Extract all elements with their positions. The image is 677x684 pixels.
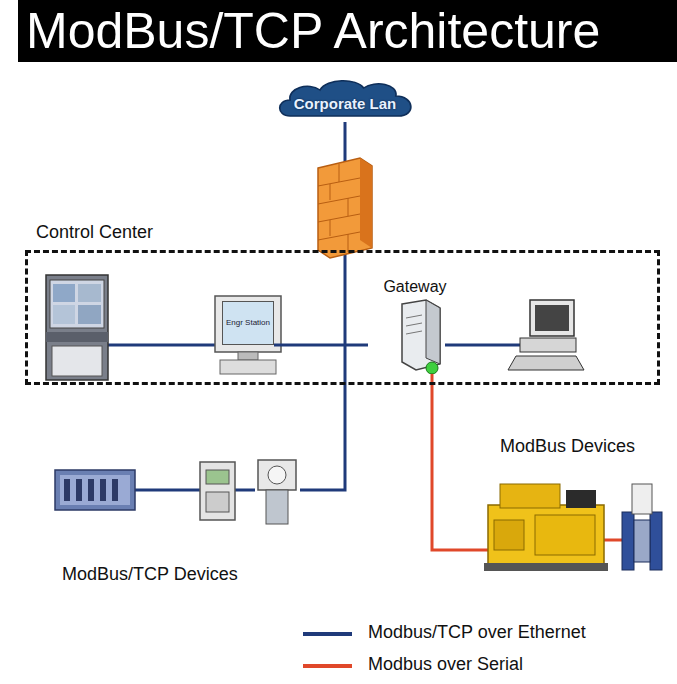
node-label: Gateway (368, 278, 462, 296)
group-heading: Control Center (36, 222, 153, 243)
title-bar: ModBus/TCP Architecture (18, 0, 677, 62)
control-center-group: Control CenterEngr StationGateway (25, 250, 660, 385)
title: ModBus/TCP Architecture (26, 3, 600, 59)
ethernet-wire (135, 489, 255, 492)
ethernet-wire (105, 344, 520, 347)
ethernet-connector (274, 345, 368, 346)
generator-icon (484, 484, 608, 571)
tcp-devices (55, 460, 296, 524)
engr-station-screen: Engr Station (222, 301, 274, 345)
flow-meter-icon (622, 484, 662, 570)
legend-text: Modbus/TCP over Ethernet (368, 622, 586, 643)
cloud-node: Corporate Lan (274, 76, 417, 124)
hmi-console (46, 275, 108, 380)
screen-text: Engr Station (224, 316, 272, 330)
monitor-icon (215, 296, 281, 374)
legend-text: Modbus over Serial (368, 654, 523, 675)
device-group-label: ModBus Devices (500, 436, 635, 457)
gateway-node: Gateway (368, 278, 462, 374)
pc-icon (508, 300, 584, 370)
legend-swatch (303, 632, 352, 636)
device-group-label: ModBus/TCP Devices (62, 564, 238, 585)
firewall-icon (318, 158, 372, 258)
node-label: Corporate Lan (294, 95, 397, 112)
legend-swatch (303, 664, 352, 668)
